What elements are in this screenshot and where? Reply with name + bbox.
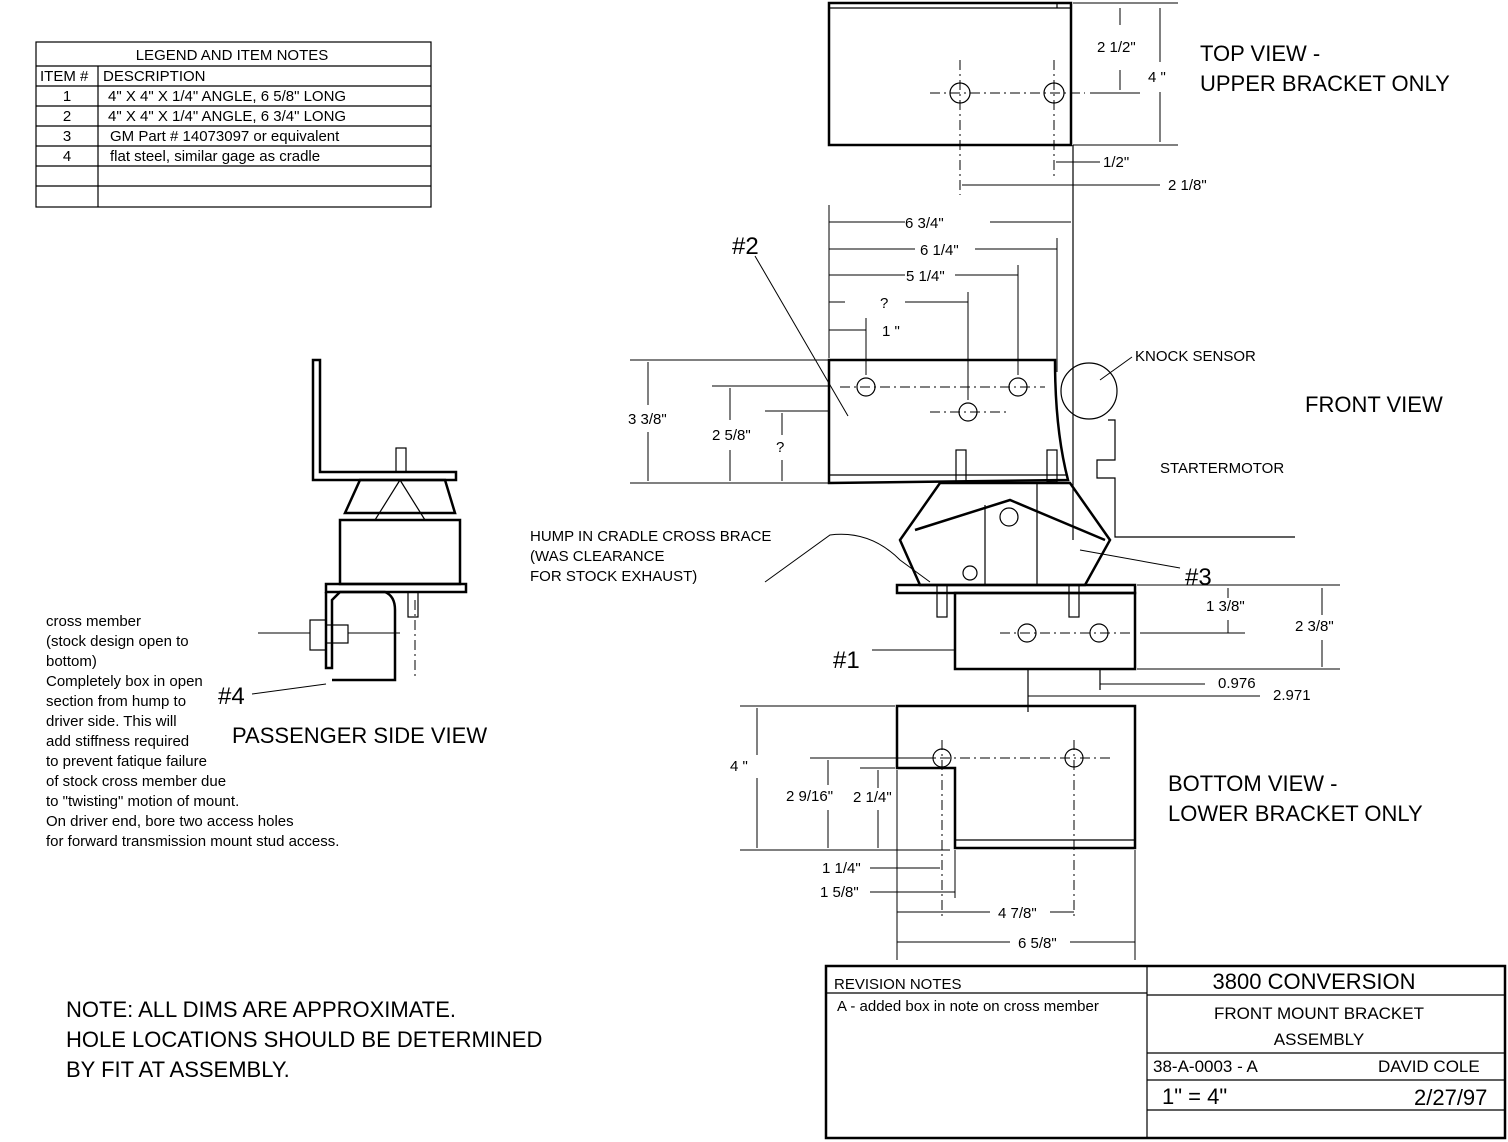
scale: 1" = 4": [1162, 1084, 1227, 1109]
dim-top-2-1-8: 2 1/8": [1168, 177, 1207, 194]
svg-text:(stock design open to: (stock design open to: [46, 633, 189, 650]
svg-text:add stiffness required: add stiffness required: [46, 733, 189, 750]
svg-text:On driver end, bore two access: On driver end, bore two access holes: [46, 813, 294, 830]
passenger-side-view: [258, 358, 468, 682]
legend-desc-1: 4" X 4" X 1/4" ANGLE, 6 5/8" LONG: [108, 88, 346, 105]
dim-1-3-8: 1 3/8": [1206, 598, 1245, 615]
knock-sensor: [1060, 362, 1118, 420]
dim-top-4: 4 ": [1148, 69, 1166, 86]
bottom-view-title-1: BOTTOM VIEW -: [1168, 771, 1337, 796]
svg-text:for forward transmission mount: for forward transmission mount stud acce…: [46, 833, 339, 850]
general-note: NOTE: ALL DIMS ARE APPROXIMATE. HOLE LOC…: [66, 997, 542, 1082]
dim-b-4: 4 ": [730, 758, 748, 775]
dim-b-4-7-8: 4 7/8": [998, 905, 1037, 922]
dim-3-3-8: 3 3/8": [628, 411, 667, 428]
svg-text:HOLE LOCATIONS SHOULD BE DETER: HOLE LOCATIONS SHOULD BE DETERMINED: [66, 1027, 542, 1052]
front-view: 1 3/8" 2 3/8" 0.976 2.971: [827, 356, 1340, 712]
legend-desc-4: flat steel, similar gage as cradle: [110, 148, 320, 165]
cross-member-note: cross member (stock design open to botto…: [46, 613, 339, 850]
drawing-number: 38-A-0003 - A: [1153, 1057, 1259, 1076]
top-view-title-1: TOP VIEW -: [1200, 41, 1320, 66]
dim-b-2-9-16: 2 9/16": [786, 788, 833, 805]
dim-top-1-2: 1/2": [1103, 154, 1129, 171]
callout-item-1: #1: [833, 647, 860, 674]
dim-top-2-1-2: 2 1/2": [1097, 39, 1136, 56]
dim-b-6-5-8: 6 5/8": [1018, 935, 1057, 952]
callout-item-4: #4: [218, 683, 245, 710]
dim-0976: 0.976: [1218, 675, 1256, 692]
callout-item-3: #3: [1185, 564, 1212, 591]
revision-header: REVISION NOTES: [834, 976, 962, 993]
drawing-title-2: ASSEMBLY: [1274, 1030, 1364, 1049]
hump-note-3: FOR STOCK EXHAUST): [530, 568, 697, 585]
dim-6-1-4: 6 1/4": [920, 242, 959, 259]
passenger-view-title: PASSENGER SIDE VIEW: [232, 723, 487, 748]
svg-text:driver side. This will: driver side. This will: [46, 713, 177, 730]
revision-text: A - added box in note on cross member: [837, 998, 1099, 1015]
svg-text:bottom): bottom): [46, 653, 97, 670]
top-view: 2 1/2" 4 " 1/2" 2 1/8": [827, 1, 1207, 540]
callout-item-2: #2: [732, 233, 759, 260]
dim-b-1-1-4: 1 1/4": [822, 860, 861, 877]
svg-text:to prevent fatique failure: to prevent fatique failure: [46, 753, 207, 770]
dim-b-2-1-4: 2 1/4": [853, 789, 892, 806]
dim-2971: 2.971: [1273, 687, 1311, 704]
svg-text:of stock cross member due: of stock cross member due: [46, 773, 226, 790]
top-view-title-2: UPPER BRACKET ONLY: [1200, 71, 1450, 96]
dim-q2: ?: [776, 439, 784, 456]
legend-table: LEGEND AND ITEM NOTES ITEM # DESCRIPTION…: [35, 41, 432, 208]
svg-text:NOTE: ALL DIMS ARE APPROXIMATE: NOTE: ALL DIMS ARE APPROXIMATE.: [66, 997, 456, 1022]
bottom-view-title-2: LOWER BRACKET ONLY: [1168, 801, 1423, 826]
hump-note-2: (WAS CLEARANCE: [530, 548, 664, 565]
svg-text:BY FIT AT ASSEMBLY.: BY FIT AT ASSEMBLY.: [66, 1057, 290, 1082]
project-name: 3800 CONVERSION: [1213, 969, 1416, 994]
legend-item-2: 2: [63, 108, 71, 125]
starter-motor-label: STARTERMOTOR: [1160, 460, 1284, 477]
starter-motor: [1096, 419, 1295, 538]
dim-2-3-8: 2 3/8": [1295, 618, 1334, 635]
svg-text:cross member: cross member: [46, 613, 141, 630]
legend-desc-2: 4" X 4" X 1/4" ANGLE, 6 3/4" LONG: [108, 108, 346, 125]
legend-title: LEGEND AND ITEM NOTES: [136, 47, 329, 64]
legend-col-desc: DESCRIPTION: [103, 68, 206, 85]
legend-col-item: ITEM #: [40, 68, 89, 85]
dim-1: 1 ": [882, 323, 900, 340]
title-block: REVISION NOTES A - added box in note on …: [824, 964, 1507, 1140]
dim-q1: ?: [880, 295, 888, 312]
front-view-dims: 6 3/4" 6 1/4" 5 1/4" ? 1 " 3 3/8" 2 5/8"…: [628, 205, 1071, 484]
bottom-view: 4 " 2 9/16" 2 1/4" 1 1/4" 1 5/8" 4 7/8" …: [730, 704, 1137, 960]
date: 2/27/97: [1414, 1085, 1487, 1110]
author: DAVID COLE: [1378, 1057, 1480, 1076]
dim-6-3-4: 6 3/4": [905, 215, 944, 232]
svg-text:section from hump to: section from hump to: [46, 693, 186, 710]
dim-2-5-8: 2 5/8": [712, 427, 751, 444]
legend-item-4: 4: [63, 148, 71, 165]
legend-desc-3: GM Part # 14073097 or equivalent: [110, 128, 340, 145]
hump-note-1: HUMP IN CRADLE CROSS BRACE: [530, 528, 771, 545]
dim-5-1-4: 5 1/4": [906, 268, 945, 285]
knock-sensor-label: KNOCK SENSOR: [1135, 348, 1256, 365]
legend-item-3: 3: [63, 128, 71, 145]
front-view-title: FRONT VIEW: [1305, 392, 1443, 417]
svg-text:to "twisting" motion of mo: to "twisting" motion of mount.: [46, 793, 239, 810]
drawing-title-1: FRONT MOUNT BRACKET: [1214, 1004, 1424, 1023]
svg-text:Completely box in open: Completely box in open: [46, 673, 203, 690]
dim-b-1-5-8: 1 5/8": [820, 884, 859, 901]
legend-item-1: 1: [63, 88, 71, 105]
